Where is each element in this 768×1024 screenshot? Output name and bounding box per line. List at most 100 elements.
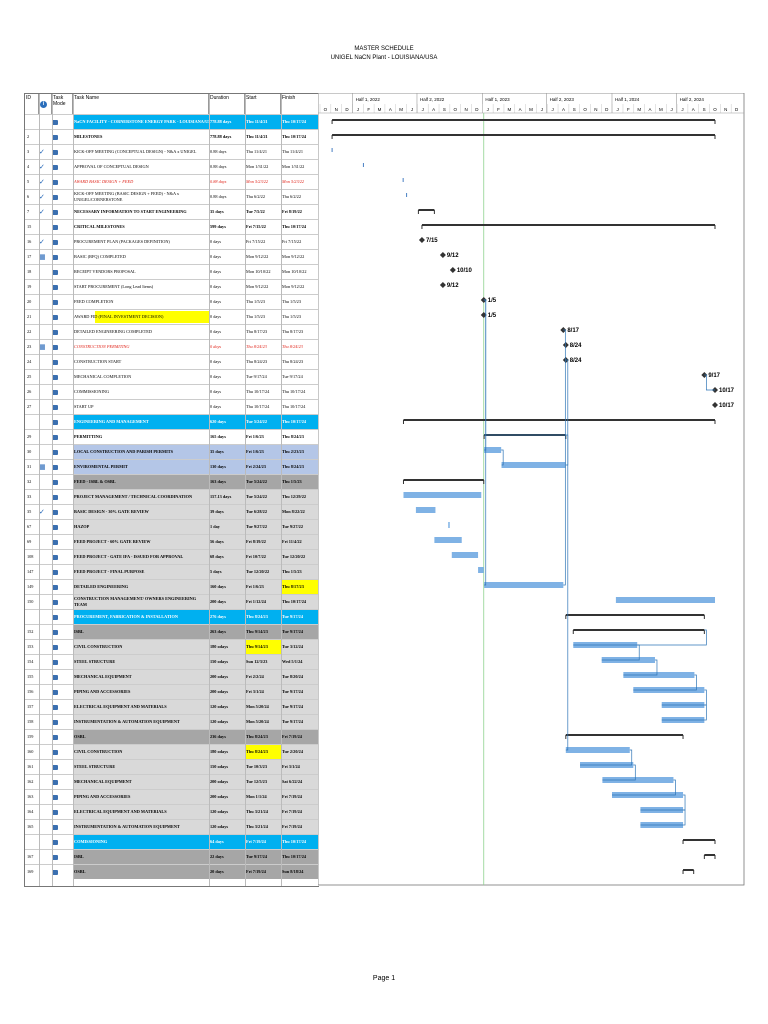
task-finish[interactable]: Thu 10/17/24: [282, 854, 306, 859]
task-duration[interactable]: 56 days: [210, 539, 224, 544]
task-start[interactable]: Thu 8/24/23: [246, 745, 281, 759]
task-name[interactable]: STEEL STRUCTURE: [74, 764, 116, 769]
task-name[interactable]: FEED PROJECT - 60% GATE REVIEW: [74, 539, 151, 544]
col-duration-header[interactable]: Duration: [209, 94, 245, 114]
task-start[interactable]: Thu 9/14/23: [246, 640, 281, 654]
task-finish[interactable]: Tue 9/17/24: [282, 614, 303, 619]
task-duration[interactable]: 778.88 days: [210, 134, 232, 139]
task-start[interactable]: Tue 12/20/22: [246, 569, 270, 574]
task-finish[interactable]: Tue 9/17/24: [282, 719, 303, 724]
task-finish[interactable]: Mon 8/22/22: [282, 509, 305, 514]
task-finish[interactable]: Thu 10/17/24: [282, 224, 306, 229]
task-name[interactable]: PIPING AND ACCESSORIES: [74, 794, 131, 799]
task-name[interactable]: KICK-OFF MEETING (CONCEPTUAL DESIGN) - N…: [74, 149, 197, 154]
task-start[interactable]: Mon 10/10/22: [246, 269, 271, 274]
task-finish[interactable]: Thu 11/4/21: [282, 149, 303, 154]
task-duration[interactable]: 20 days: [210, 869, 224, 874]
task-duration[interactable]: 39 days: [210, 509, 224, 514]
task-finish[interactable]: Tue 9/27/22: [282, 524, 303, 529]
task-name[interactable]: ISBL: [74, 854, 84, 859]
task-name[interactable]: COMISSIONING: [74, 839, 108, 844]
task-start[interactable]: Tue 12/5/23: [246, 779, 267, 784]
task-finish[interactable]: Thu 10/17/24: [282, 389, 306, 394]
task-finish[interactable]: Tue 9/17/24: [282, 704, 303, 709]
task-start[interactable]: Thu 8/24/23: [246, 344, 267, 349]
task-name[interactable]: RECEIPT VENDORS PROPOSAL: [74, 269, 136, 274]
task-start[interactable]: Thu 11/4/21: [246, 119, 268, 124]
task-duration[interactable]: 0 days: [210, 344, 222, 349]
task-start[interactable]: Mon 9/12/22: [246, 284, 269, 289]
task-finish[interactable]: Thu 10/17/24: [282, 404, 306, 409]
task-start[interactable]: Thu 3/21/24: [246, 824, 268, 829]
task-name[interactable]: START UP: [74, 404, 94, 409]
task-duration[interactable]: 5 days: [210, 569, 222, 574]
task-finish[interactable]: Thu 8/17/23: [282, 329, 304, 334]
task-finish[interactable]: Tue 3/12/24: [282, 644, 303, 649]
task-finish[interactable]: Mon 10/10/22: [282, 269, 307, 274]
task-start[interactable]: Thu 11/4/21: [246, 149, 267, 154]
task-finish[interactable]: Thu 10/17/24: [282, 419, 306, 424]
task-duration[interactable]: 0 days: [210, 404, 222, 409]
task-name[interactable]: FEED COMPLETION: [74, 299, 114, 304]
task-start[interactable]: Thu 8/24/23: [246, 614, 268, 619]
task-start[interactable]: Fri 7/15/22: [246, 224, 266, 229]
task-finish[interactable]: Thu 1/5/23: [282, 569, 302, 574]
task-start[interactable]: Thu 10/17/24: [246, 389, 270, 394]
task-start[interactable]: Thu 1/5/23: [246, 299, 265, 304]
task-name[interactable]: CONSTRUCTION MANAGEMENT/ OWNERS ENGINEER…: [74, 596, 197, 607]
task-name[interactable]: DETAILED ENGINEERING: [74, 584, 129, 589]
task-name[interactable]: PERMITTING: [74, 434, 103, 439]
task-name[interactable]: NECESSARY INFORMATION TO START ENGINEERI…: [74, 209, 187, 214]
col-mode-header[interactable]: Task Mode: [52, 94, 73, 114]
task-start[interactable]: Fri 7/19/24: [246, 869, 266, 874]
task-finish[interactable]: Fri 7/19/24: [282, 794, 302, 799]
task-start[interactable]: Thu 11/4/21: [246, 134, 268, 139]
task-name[interactable]: MECHANICAL EQUIPMENT: [74, 674, 132, 679]
task-finish[interactable]: Mon 1/31/22: [282, 164, 305, 169]
task-finish[interactable]: Wed 5/1/24: [282, 659, 303, 664]
task-name[interactable]: MILESTONES: [74, 134, 103, 139]
task-duration[interactable]: 163 days: [210, 479, 226, 484]
task-start[interactable]: Tue 5/24/22: [246, 479, 267, 484]
task-duration[interactable]: 200 odays: [210, 794, 229, 799]
task-name[interactable]: STEEL STRUCTURE: [74, 659, 116, 664]
task-start[interactable]: Fri 1/6/23: [246, 584, 264, 589]
col-id-header[interactable]: ID: [25, 94, 39, 114]
task-duration[interactable]: 0.88 days: [210, 164, 227, 169]
task-finish[interactable]: Fri 7/15/22: [282, 239, 302, 244]
task-name[interactable]: MECHANICAL COMPLETION: [74, 374, 132, 379]
task-start[interactable]: Fri 10/7/22: [246, 554, 266, 559]
task-name[interactable]: MECHANICAL EQUIPMENT: [74, 779, 132, 784]
task-finish[interactable]: Thu 8/24/23: [282, 464, 304, 469]
task-name[interactable]: FEED PROJECT - GATE IFA - ISSUED FOR APP…: [74, 554, 184, 559]
task-duration[interactable]: 165 days: [210, 434, 226, 439]
task-name[interactable]: ISBL: [74, 629, 84, 634]
task-finish[interactable]: Fri 7/19/24: [282, 824, 302, 829]
task-finish[interactable]: Sat 6/22/24: [282, 779, 303, 784]
task-finish[interactable]: Thu 8/24/23: [282, 359, 304, 364]
task-finish[interactable]: Thu 10/17/24: [282, 119, 306, 124]
table-row[interactable]: 6✓KICK-OFF MEETING (BASIC DESIGN + FEED)…: [25, 189, 319, 204]
task-name[interactable]: ENVIROMENTAL PERMIT: [74, 464, 128, 469]
task-duration[interactable]: 120 odays: [210, 719, 229, 724]
task-finish[interactable]: Mon 9/12/22: [282, 254, 305, 259]
task-name[interactable]: PROJECT MANAGEMENT / TECHNICAL COORDINAT…: [74, 494, 193, 499]
